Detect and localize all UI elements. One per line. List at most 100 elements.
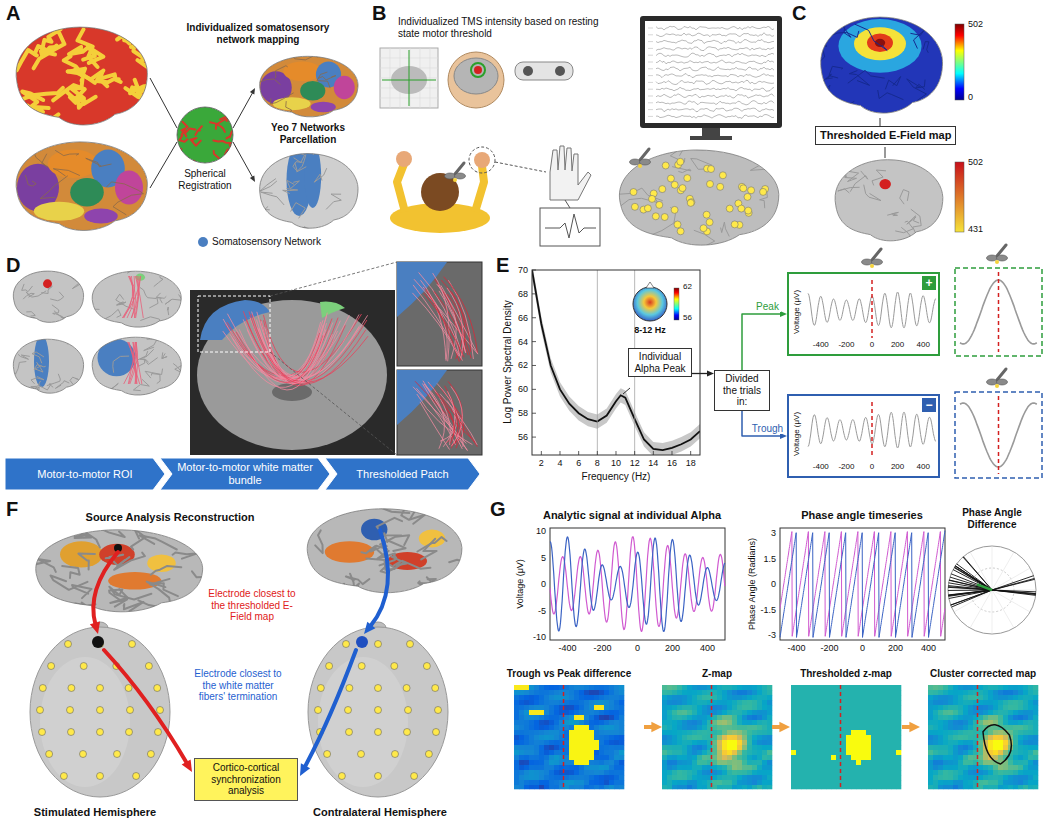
heatmap-cell	[811, 765, 816, 770]
heatmap-cell	[677, 730, 682, 735]
heatmap-cell	[767, 725, 772, 730]
heatmap-cell	[697, 740, 702, 745]
heatmap-cell	[514, 705, 519, 710]
heatmap-cell	[816, 690, 821, 695]
heatmap-cell	[614, 745, 619, 750]
coil-hotspot	[995, 260, 999, 264]
heatmap-cell	[727, 685, 732, 690]
coil-handle	[997, 245, 1006, 256]
heatmap-cell	[742, 715, 747, 720]
electrode	[97, 685, 104, 692]
heatmap-cell	[609, 750, 614, 755]
heatmap-cell	[539, 745, 544, 750]
heatmap-cell	[569, 720, 574, 725]
heatmap-cell	[767, 785, 772, 789]
heatmap-cell	[682, 715, 687, 720]
heatmap-cell	[594, 705, 599, 710]
heatmap-cell	[831, 750, 836, 755]
sulcus	[287, 180, 300, 188]
heatmap-cell	[796, 705, 801, 710]
heatmap-cell	[594, 690, 599, 695]
heatmap-cell	[514, 765, 519, 770]
camera-lens	[555, 66, 565, 76]
electrode	[338, 773, 345, 780]
heatmap-cell	[821, 735, 826, 740]
line	[880, 118, 881, 126]
sulcus	[721, 222, 729, 236]
heatmap-cell	[831, 775, 836, 780]
zoom-panel	[397, 262, 482, 366]
heatmap-cell	[539, 710, 544, 715]
line	[615, 451, 616, 455]
heatmap-cell	[609, 725, 614, 730]
heatmap-cell	[801, 785, 806, 789]
heatmap-cell	[564, 695, 569, 700]
heatmap-cell	[826, 770, 831, 775]
heatmap-cell	[717, 780, 722, 785]
heatmap-cell	[742, 770, 747, 775]
heatmap-cell	[529, 720, 534, 725]
brain-region	[838, 19, 921, 73]
heatmap-cell	[677, 735, 682, 740]
heatmap-cell	[524, 715, 529, 720]
heatmap-cell	[604, 780, 609, 785]
phase-vector	[948, 590, 992, 595]
heatmap-cell	[757, 775, 762, 780]
sulcus	[283, 189, 298, 194]
heatmap-cell	[672, 705, 677, 710]
heatmap-cell	[732, 685, 737, 690]
heatmap-cell	[697, 735, 702, 740]
heatmap-cell	[554, 690, 559, 695]
heatmap-cell	[574, 715, 579, 720]
heatmap-cell	[692, 765, 697, 770]
electrode	[126, 729, 133, 736]
sulcus	[195, 126, 202, 135]
heatmap-cell	[697, 785, 702, 789]
phase-vector	[992, 590, 1036, 594]
analytic-signal	[550, 537, 725, 632]
heatmap-cell	[846, 745, 851, 750]
heatmap-cell	[672, 780, 677, 785]
heatmap-cell	[579, 705, 584, 710]
heatmap-cell	[796, 700, 801, 705]
phase-vector	[949, 590, 992, 598]
brain-region	[283, 62, 321, 82]
coil-handle	[872, 249, 881, 260]
heatmap-cell	[826, 750, 831, 755]
heatmap-cell	[712, 695, 717, 700]
heatmap-cell	[682, 705, 687, 710]
heatmap-cell	[702, 685, 707, 690]
heatmap-cell	[732, 775, 737, 780]
heatmap-cell	[811, 775, 816, 780]
heatmap-cell	[529, 785, 534, 789]
confidence-band	[532, 270, 700, 455]
heatmap-cell	[841, 725, 846, 730]
heatmap-cell	[604, 705, 609, 710]
heatmap-cell	[682, 700, 687, 705]
heatmap-cell	[856, 750, 861, 755]
electrode	[649, 195, 656, 202]
arm	[397, 164, 405, 212]
heatmap-cell	[579, 715, 584, 720]
heatmap-cell	[574, 750, 579, 755]
heatmap-cell	[702, 780, 707, 785]
sulcus	[51, 576, 88, 590]
heatmap-cell	[594, 740, 599, 745]
arrow	[305, 650, 357, 768]
sulcus	[195, 537, 236, 546]
heatmap-cell	[717, 695, 722, 700]
heatmap-cell	[569, 730, 574, 735]
heatmap-cell	[796, 710, 801, 715]
heatmap-cell	[851, 775, 856, 780]
heatmap-cell	[846, 740, 851, 745]
heatmap-cell	[767, 705, 772, 710]
heatmap-cell	[524, 775, 529, 780]
electrode	[60, 773, 67, 780]
heatmap-cell	[599, 735, 604, 740]
sulcus	[819, 102, 854, 118]
heatmap-cell	[524, 750, 529, 755]
heatmap-cell	[742, 730, 747, 735]
sulcus	[34, 46, 51, 68]
line	[992, 546, 993, 590]
heatmap-cell	[767, 730, 772, 735]
